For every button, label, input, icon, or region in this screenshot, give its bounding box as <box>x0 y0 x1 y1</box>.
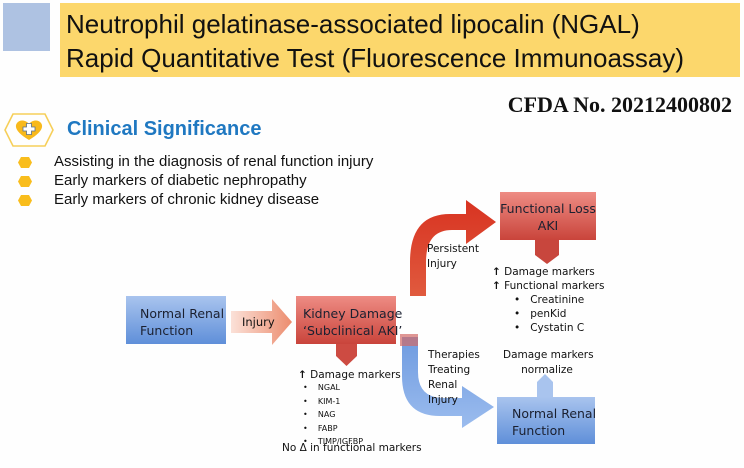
functional-marker-item: • Creatinine <box>514 294 585 306</box>
functional-loss-label: Functional Loss AKI <box>500 200 596 234</box>
therapies-arrow <box>400 334 494 428</box>
therapies-label: Therapies Treating Renal Injury <box>428 348 480 408</box>
normal-start-line2: Function <box>140 323 194 338</box>
fl-markers: ↑ Damage markers ↑ Functional markers • … <box>492 265 604 335</box>
functional-loss-line2: AKI <box>537 218 559 233</box>
persistent-line1: Persistent <box>427 243 479 255</box>
bullet-icon <box>18 195 32 206</box>
persistent-line2: Injury <box>427 258 457 270</box>
functional-marker-text: Cystatin C <box>530 322 585 334</box>
normalize-up-arrow <box>537 374 553 397</box>
kidney-damage-line1: Kidney Damage <box>303 306 403 321</box>
kidney-damage-down-arrow <box>336 344 357 366</box>
fl-damage-text: Damage markers <box>504 266 595 278</box>
title-line-2: Rapid Quantitative Test (Fluorescence Im… <box>66 43 685 73</box>
damage-markers-heading: ↑ Damage markers <box>298 368 401 382</box>
list-item-text: Assisting in the diagnosis of renal func… <box>54 153 374 170</box>
injury-arrow <box>231 299 292 345</box>
fl-functional-text: Functional markers <box>504 280 605 292</box>
kidney-damage-line2: ‘Subclinical AKI’ <box>303 323 403 338</box>
kidney-damage-label: Kidney Damage ‘Subclinical AKI’ <box>303 305 402 339</box>
marker-text: NAG <box>317 410 336 419</box>
marker-text: NGAL <box>317 383 341 392</box>
marker-text: KIM-1 <box>317 396 341 406</box>
persistent-injury-label: Persistent Injury <box>427 242 479 272</box>
therapies-line1: Therapies <box>428 349 480 361</box>
marker-item: • TIMP/IGFBP <box>303 437 364 446</box>
list-item-text: Early markers of diabetic nephropathy <box>54 172 307 189</box>
therapies-line3: Renal <box>428 379 458 391</box>
therapies-line4: Injury <box>428 394 458 406</box>
normal-start-box <box>126 296 226 344</box>
normal-start-label: Normal Renal Function <box>140 305 224 339</box>
persistent-injury-arrow <box>395 200 496 296</box>
up-arrow-icon: ↑ <box>298 369 307 381</box>
normalize-line1: Damage markers <box>503 349 594 361</box>
marker-text: TIMP/IGFBP <box>317 437 364 446</box>
marker-item: • NAG <box>303 410 336 419</box>
decorative-blue-square <box>3 3 50 51</box>
therapies-line2: Treating <box>428 364 471 376</box>
injury-label: Injury <box>242 315 275 329</box>
functional-marker-text: Creatinine <box>530 294 585 306</box>
fl-functional-row: ↑ Functional markers <box>492 279 604 293</box>
functional-loss-box <box>500 192 596 240</box>
up-arrow-icon: ↑ <box>492 280 501 292</box>
up-arrow-icon: ↑ <box>492 266 501 278</box>
normal-end-box <box>497 397 595 444</box>
no-change-label: No Δ in functional markers <box>282 442 422 454</box>
title-banner: Neutrophil gelatinase-associated lipocal… <box>60 3 740 77</box>
damage-markers-list: • NGAL • KIM-1 • NAG • FABP • TIMP/IGFBP <box>303 381 363 449</box>
normalize-line2: normalize <box>521 364 573 376</box>
bullet-icon <box>18 176 32 187</box>
clinical-significance-title: Clinical Significance <box>67 118 262 140</box>
marker-item: • KIM-1 <box>303 396 341 406</box>
normal-end-line1: Normal Renal <box>512 406 597 421</box>
cfda-number: CFDA No. 20212400802 <box>507 92 732 117</box>
functional-marker-item: • Cystatin C <box>514 322 585 334</box>
normal-end-label: Normal Renal Function <box>512 405 596 439</box>
marker-item: • NGAL <box>303 383 341 392</box>
normal-start-line1: Normal Renal <box>140 306 225 321</box>
marker-text: FABP <box>317 423 338 433</box>
title-line-1: Neutrophil gelatinase-associated lipocal… <box>66 9 640 39</box>
functional-marker-text: penKid <box>530 308 567 320</box>
fl-damage-row: ↑ Damage markers <box>492 265 604 279</box>
marker-item: • FABP <box>303 423 338 433</box>
list-item-text: Early markers of chronic kidney disease <box>54 191 320 208</box>
normal-end-line2: Function <box>512 423 566 438</box>
functional-loss-line1: Functional Loss <box>500 201 596 216</box>
damage-markers-text: Damage markers <box>310 369 401 381</box>
functional-marker-item: • penKid <box>514 308 567 320</box>
kidney-damage-box <box>296 296 396 344</box>
functional-loss-down-arrow <box>535 240 559 264</box>
heart-plus-icon <box>4 113 54 147</box>
normalize-label: Damage markers normalize <box>503 348 594 378</box>
bullet-icon <box>18 157 32 168</box>
